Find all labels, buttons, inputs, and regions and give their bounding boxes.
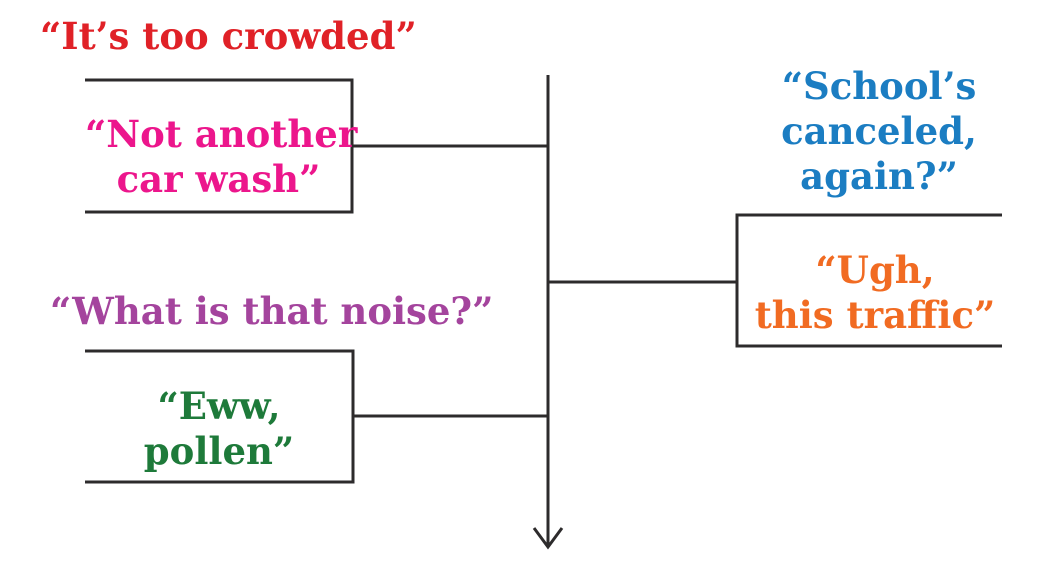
quote-school-line3: again?” xyxy=(800,154,958,198)
quote-too-crowded: “It’s too crowded” xyxy=(40,14,417,58)
quote-traffic: “Ugh, this traffic” xyxy=(725,248,1025,338)
quote-car-wash-line1: “Not another xyxy=(85,112,358,156)
quote-school-line2: canceled, xyxy=(781,109,977,153)
quote-car-wash-line2: car wash” xyxy=(116,157,321,201)
quote-school-canceled: “School’s canceled, again?” xyxy=(719,64,1039,199)
quote-school-line1: “School’s xyxy=(781,64,977,108)
quote-traffic-line2: this traffic” xyxy=(754,293,996,337)
down-arrow-icon xyxy=(532,527,564,550)
quote-pollen-line2: pollen” xyxy=(143,429,295,473)
quote-pollen: “Eww, pollen” xyxy=(85,384,353,474)
quote-traffic-line1: “Ugh, xyxy=(815,248,935,292)
quote-pollen-line1: “Eww, xyxy=(157,384,281,428)
quote-car-wash: “Not another car wash” xyxy=(85,112,358,202)
quote-noise: “What is that noise?” xyxy=(50,289,494,333)
